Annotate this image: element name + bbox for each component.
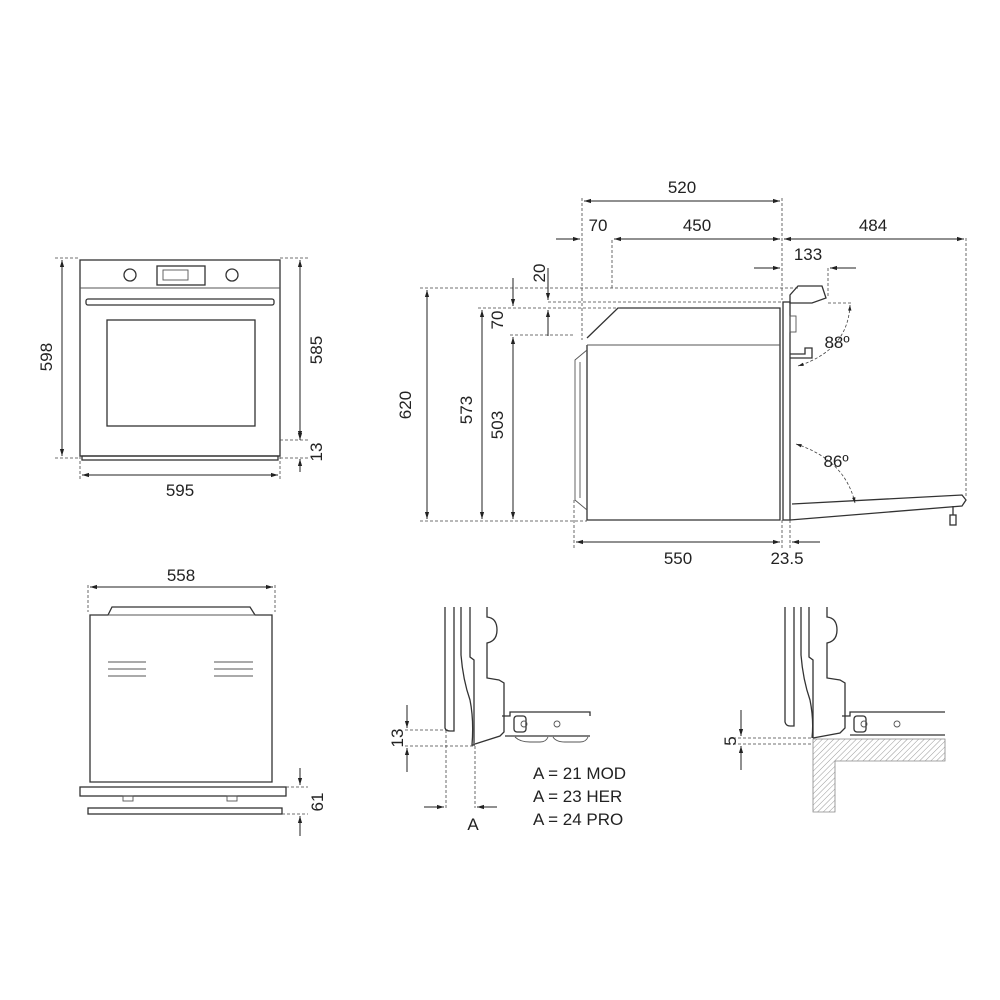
dim-height-total: 598	[37, 343, 56, 371]
dim-depth-body: 550	[664, 549, 692, 568]
dim-height-inner: 503	[488, 411, 507, 439]
dim-a-label: A	[467, 815, 479, 834]
dim-height-overall: 620	[396, 391, 415, 419]
door-side	[782, 301, 791, 521]
dim-depth-total: 520	[668, 178, 696, 197]
angle-door: 86º	[823, 452, 848, 471]
dim-handle-projection: 133	[794, 245, 822, 264]
dim-height-base: 13	[307, 443, 326, 462]
angle-handle: 88º	[824, 333, 849, 352]
dim-gap-5: 5	[721, 736, 740, 745]
front-view: 598 585 13 595	[37, 257, 326, 500]
front-frame	[79, 786, 287, 797]
variant-her: A = 23 HER	[533, 787, 622, 806]
detail-right: 5	[721, 607, 946, 813]
oven-side-body	[586, 307, 781, 521]
cabinet-section	[812, 738, 946, 813]
dim-width: 595	[166, 481, 194, 500]
oven-window	[106, 319, 256, 427]
open-door	[789, 494, 967, 521]
dim-base-height: 61	[308, 793, 327, 812]
dim-gap-13: 13	[388, 729, 407, 748]
detail-left: 13 A A = 21 MOD A = 23 HER A = 24 PRO	[388, 607, 626, 834]
dim-height-body-side: 573	[457, 396, 476, 424]
side-view: 520 70 450 484 133 620 573 503 20 70 88º…	[396, 178, 967, 568]
knob-icon	[225, 268, 239, 282]
dim-height-body: 585	[307, 336, 326, 364]
knob-icon	[123, 268, 137, 282]
handle-side	[789, 285, 827, 304]
dim-depth-inner: 450	[683, 216, 711, 235]
variant-pro: A = 24 PRO	[533, 810, 623, 829]
dim-top-step: 70	[488, 311, 507, 330]
dim-rear-offset: 70	[589, 216, 608, 235]
door-handle	[85, 298, 275, 306]
dim-top-gap: 20	[530, 264, 549, 283]
dim-door-thickness: 23.5	[770, 549, 803, 568]
dim-door-reach: 484	[859, 216, 887, 235]
dim-rear-width: 558	[167, 566, 195, 585]
oven-rear-body	[89, 606, 273, 783]
display-panel	[156, 265, 206, 286]
variant-mod: A = 21 MOD	[533, 764, 626, 783]
rear-view: 558 61	[79, 566, 327, 836]
